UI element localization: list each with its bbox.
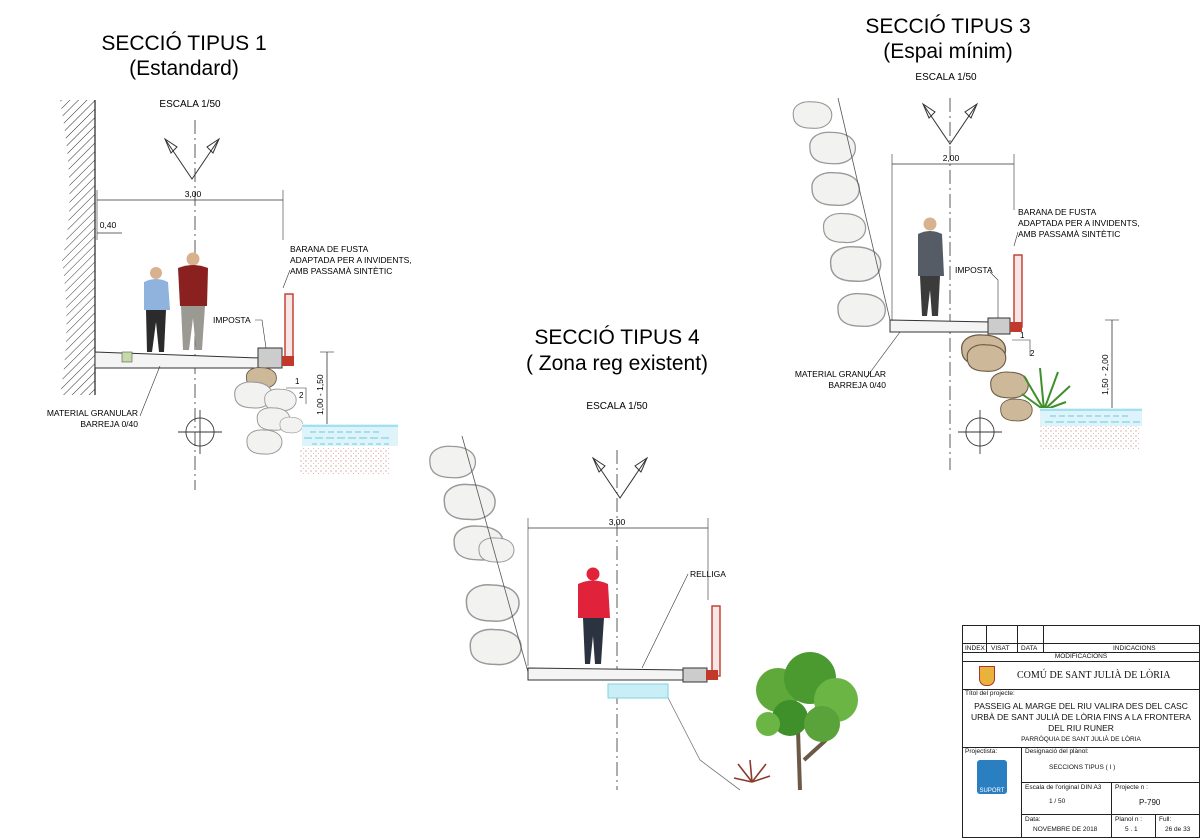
retaining-wall (60, 100, 95, 395)
section-4: SECCIÓ TIPUS 4 ( Zona reg existent) ESCA… (429, 326, 858, 791)
section-1-inner-dim: 0,40 (100, 220, 117, 230)
col-index: INDEX (965, 645, 985, 652)
section-3-width-dim: 2,00 (943, 153, 960, 163)
section-3-height-dim: 1,50 - 2,00 (1100, 354, 1110, 395)
section-1-scale: ESCALA 1/50 (159, 99, 221, 110)
modificacions-label: MODIFICACIONS (1054, 653, 1108, 660)
pedestrian-figures (144, 252, 208, 352)
planol-value: 5 . 1 (1125, 826, 1138, 833)
escala-value: 1 / 50 (1049, 798, 1066, 805)
suport-logo: SUPORT (977, 760, 1007, 794)
full-label: Full: (1159, 816, 1172, 823)
pedestrian-figure (578, 567, 610, 664)
section-1-imposta-label: IMPOSTA (213, 315, 251, 325)
section-4-relliga-label: RELLIGA (690, 569, 726, 579)
rock-wall (792, 100, 887, 328)
project-title-label: Títol del projecte: (965, 690, 1015, 697)
railing-post (711, 605, 721, 677)
path-slab (94, 351, 261, 369)
north-arrow-icon (592, 457, 648, 499)
pedestrian-figure (918, 217, 944, 316)
coat-of-arms-icon (979, 666, 995, 686)
escala-label: Escala de l'original DIN A3 (1025, 784, 1102, 791)
section-3-subtitle: (Espai mínim) (883, 40, 1013, 63)
section-3-scale: ESCALA 1/50 (915, 72, 977, 83)
col-visat: VISAT (991, 645, 1010, 652)
section-3: SECCIÓ TIPUS 3 (Espai mínim) ESCALA 1/50… (792, 15, 1142, 470)
projectista-label: Projectista: (965, 748, 998, 755)
section-3-imposta-label: IMPOSTA (955, 265, 993, 275)
full-value: 26 de 33 (1165, 826, 1191, 833)
col-indicacions: INDICACIONS (1113, 645, 1156, 652)
planol-label: Planol n : (1115, 816, 1143, 823)
organization-name: COMÚ DE SANT JULIÀ DE LÒRIA (1017, 670, 1171, 681)
data-value: NOVEMBRE DE 2018 (1033, 826, 1098, 833)
section-1-subtitle: (Estandard) (129, 57, 239, 80)
designacio-label: Designació del plànol: (1025, 748, 1089, 755)
section-4-title: SECCIÓ TIPUS 4 (534, 326, 700, 349)
section-4-width-dim: 3,00 (609, 517, 626, 527)
slope-1-b: 2 (299, 391, 304, 400)
data-label: Data: (1025, 816, 1041, 823)
designacio: SECCIONS TIPUS ( I ) (1049, 764, 1116, 771)
water (1040, 408, 1142, 426)
railing-post (284, 293, 294, 363)
suport-logo-text: SUPORT (979, 788, 1005, 794)
rock-wall (429, 445, 522, 666)
slope-3-b: 2 (1030, 349, 1035, 358)
crosshair-icon (178, 410, 222, 454)
tree-icon (756, 652, 858, 791)
section-1-height-dim: 1,00 - 1,50 (315, 374, 325, 415)
project-title: PASSEIG AL MARGE DEL RIU VALIRA DES DEL … (971, 701, 1191, 733)
section-1-title: SECCIÓ TIPUS 1 (101, 32, 266, 55)
projecte-label: Projecte n : (1115, 784, 1148, 791)
projecte-value: P-790 (1139, 798, 1161, 807)
north-arrow-icon (164, 138, 220, 180)
section-1-width-dim: 3,00 (185, 189, 202, 199)
railing-post (1013, 254, 1023, 328)
section-4-scale: ESCALA 1/50 (586, 401, 648, 412)
section-1: SECCIÓ TIPUS 1 (Estandard) ESCALA 1/50 3… (47, 32, 412, 490)
water (302, 424, 398, 446)
crosshair-icon (958, 410, 1002, 454)
col-data: DATA (1021, 645, 1038, 652)
shrub-icon (733, 759, 771, 783)
slope-3-a: 1 (1020, 331, 1025, 340)
parroquia: PARRÒQUIA DE SANT JULIÀ DE LÒRIA (1021, 736, 1141, 743)
section-3-title: SECCIÓ TIPUS 3 (865, 15, 1030, 38)
title-block: INDEX VISAT DATA INDICACIONS MODIFICACIO… (962, 625, 1200, 838)
plant-icon (1021, 367, 1071, 411)
slope-1-a: 1 (295, 377, 300, 386)
section-4-subtitle: ( Zona reg existent) (526, 352, 708, 375)
